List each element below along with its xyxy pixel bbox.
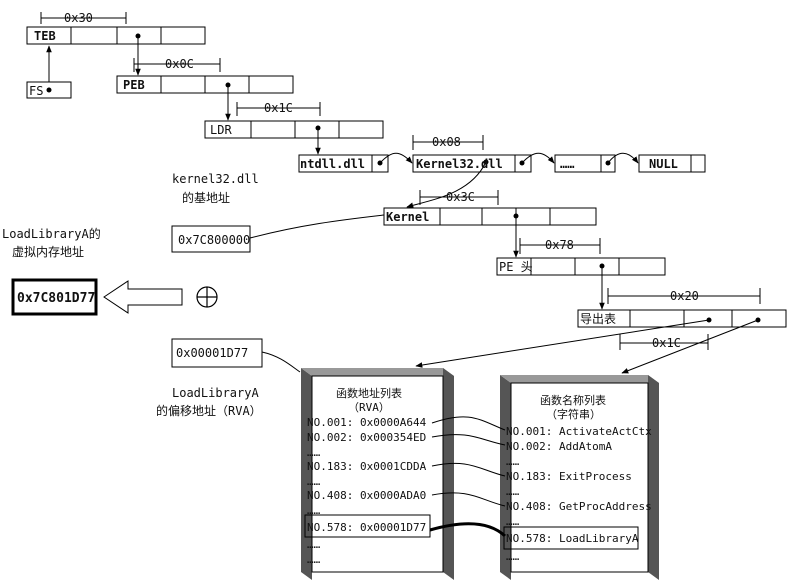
- rva-value: 0x00001D77: [176, 346, 248, 360]
- offset-export-funcs: 0x20: [670, 289, 699, 303]
- null-label: NULL: [649, 157, 678, 171]
- ldr-struct: [204, 120, 384, 139]
- rva-caption-1: LoadLibraryA: [172, 386, 259, 400]
- loadlib-va-caption-1: LoadLibraryA的: [2, 226, 101, 241]
- list-item: ……: [307, 475, 321, 488]
- rva-box: [171, 338, 263, 368]
- list-item: NO.578: LoadLibraryA: [506, 532, 639, 545]
- module-list: [298, 154, 706, 173]
- ldr-label: LDR: [210, 123, 232, 137]
- offset-teb-peb: 0x30: [64, 11, 93, 25]
- list-item: NO.183: ExitProcess: [506, 470, 632, 483]
- list-item: NO.002: 0x000354ED: [307, 431, 426, 444]
- list-item: ……: [307, 553, 321, 566]
- address-table-subtitle: （RVA）: [348, 401, 390, 414]
- ntdll-label: ntdll.dll: [300, 157, 365, 171]
- list-ellipsis: ……: [560, 157, 574, 171]
- rva-caption-2: 的偏移地址（RVA）: [156, 403, 262, 418]
- kernel32-label: Kernel32.dll: [416, 157, 503, 171]
- offset-ldr-list: 0x1C: [264, 101, 293, 115]
- name-table-box: [500, 375, 659, 580]
- peb-label: PEB: [123, 78, 145, 92]
- fs-label: FS: [29, 84, 43, 98]
- offset-list-next: 0x08: [432, 135, 461, 149]
- kernel32-base-caption-1: kernel32.dll: [172, 172, 259, 186]
- teb-label: TEB: [34, 29, 56, 43]
- name-table-title: 函数名称列表: [540, 393, 606, 407]
- kernel-label: Kernel: [386, 210, 429, 224]
- pe-header-label: PE 头: [499, 260, 533, 274]
- address-table-title: 函数地址列表: [336, 386, 402, 400]
- match-link: [429, 522, 507, 538]
- loadlib-va-value: 0x7C801D77: [17, 291, 95, 306]
- teb-struct: [26, 26, 206, 45]
- offset-export-names: 0x1C: [652, 336, 681, 350]
- list-item: ……: [506, 485, 520, 498]
- list-item: ……: [307, 538, 321, 551]
- address-table-box: [301, 368, 454, 580]
- list-item: NO.001: 0x0000A644: [307, 416, 427, 429]
- list-item: NO.001: ActivateActCtx: [506, 425, 652, 438]
- pe-header-struct: [496, 257, 666, 276]
- export-table-label: 导出表: [580, 312, 616, 326]
- list-item: ……: [307, 504, 321, 517]
- list-item: NO.183: 0x0001CDDA: [307, 460, 427, 473]
- list-item: NO.408: GetProcAddress: [506, 500, 652, 513]
- name-table-subtitle: （字符串）: [546, 407, 601, 421]
- loadlib-va-caption-2: 虚拟内存地址: [12, 245, 84, 259]
- list-item: NO.002: AddAtomA: [506, 440, 612, 453]
- kernel32-base-caption-2: 的基地址: [182, 190, 230, 205]
- name-table-rows: NO.001: ActivateActCtx NO.002: AddAtomA …: [506, 425, 652, 563]
- kernel32-base-value: 0x7C800000: [178, 233, 250, 247]
- list-item: ……: [307, 446, 321, 459]
- export-table-struct: [577, 309, 787, 328]
- result-arrow: [103, 280, 183, 314]
- list-item: ……: [506, 515, 520, 528]
- offset-pe-export: 0x78: [545, 238, 574, 252]
- list-item: NO.578: 0x00001D77: [307, 521, 426, 534]
- list-item: ……: [506, 550, 520, 563]
- offset-peb-ldr: 0x0C: [165, 57, 194, 71]
- add-operator: [196, 286, 218, 308]
- list-item: ……: [506, 455, 520, 468]
- list-item: NO.408: 0x0000ADA0: [307, 489, 426, 502]
- address-table-rows: NO.001: 0x0000A644 NO.002: 0x000354ED ………: [307, 416, 427, 566]
- kernel32-base-box: [171, 225, 251, 253]
- offset-kernel-pe: 0x3C: [446, 190, 475, 204]
- loadlib-va-box: [11, 278, 98, 316]
- peb-struct: [116, 75, 294, 94]
